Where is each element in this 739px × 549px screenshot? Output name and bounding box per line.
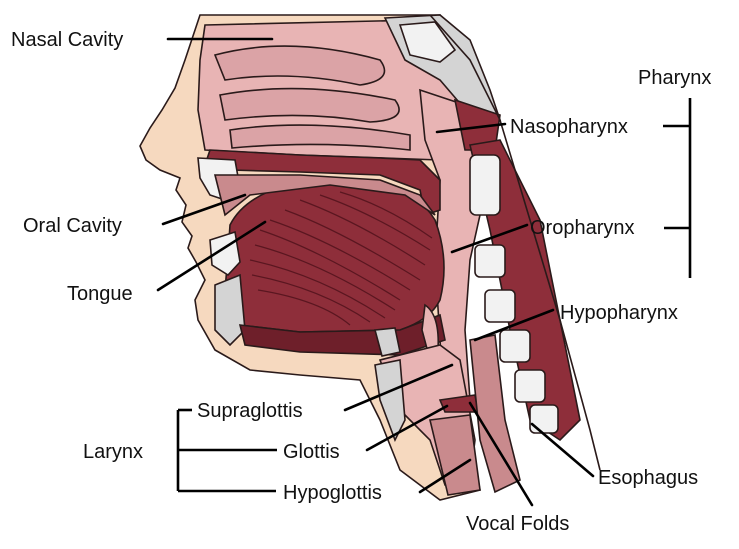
label-nasal-cavity: Nasal Cavity <box>11 29 123 51</box>
sphenoid-sinus <box>398 21 457 63</box>
label-supraglottis: Supraglottis <box>197 400 303 422</box>
vertebra-2 <box>474 244 506 278</box>
tongue-muscle-fibers <box>249 191 433 326</box>
leader-tongue <box>156 220 267 292</box>
hyoid-bone <box>373 327 401 357</box>
thyroid-cartilage <box>374 359 406 442</box>
spine-column <box>469 139 581 442</box>
leader-lines <box>156 37 595 507</box>
vertebra-5 <box>514 369 546 403</box>
leader-oropharynx <box>450 223 529 254</box>
leader-oral-cavity <box>161 193 247 226</box>
label-oral-cavity: Oral Cavity <box>23 215 122 237</box>
larynx-bracket <box>176 408 277 493</box>
leader-vocal-folds <box>468 401 534 507</box>
label-hypopharynx: Hypopharynx <box>560 302 678 324</box>
vertebra-6 <box>529 404 559 434</box>
labels: Nasal Cavity Oral Cavity Tongue Pharynx … <box>11 29 711 535</box>
esophagus-tube <box>469 334 521 494</box>
oral-cavity-lining <box>213 174 436 217</box>
trachea <box>429 414 481 496</box>
tongue-body <box>224 177 445 333</box>
leader-supraglottis <box>343 363 454 412</box>
label-glottis: Glottis <box>283 441 340 463</box>
label-larynx: Larynx <box>83 441 143 463</box>
mandible-bone <box>214 273 246 347</box>
label-nasopharynx: Nasopharynx <box>510 116 628 138</box>
leader-hypopharynx <box>473 308 555 342</box>
label-hypoglottis: Hypoglottis <box>283 482 382 504</box>
leader-esophagus <box>530 422 595 478</box>
nasal-turbinate-2 <box>219 87 400 123</box>
label-pharynx: Pharynx <box>638 67 711 89</box>
label-oropharynx: Oropharynx <box>530 217 635 239</box>
label-esophagus: Esophagus <box>598 467 698 489</box>
nasal-turbinate-3 <box>229 124 411 151</box>
neck-back-outline <box>429 14 601 471</box>
vertebra-4 <box>499 329 531 363</box>
label-vocal-folds: Vocal Folds <box>466 513 569 535</box>
anatomy-illustration <box>139 14 601 501</box>
leader-nasopharynx <box>435 122 507 134</box>
pharynx-bracket <box>663 98 692 278</box>
nasal-turbinate-1 <box>213 45 386 86</box>
leader-glottis <box>365 404 449 452</box>
vertebra-1 <box>469 154 501 216</box>
label-tongue: Tongue <box>67 283 133 305</box>
leader-hypoglottis <box>418 458 472 494</box>
vertebra-3 <box>484 289 516 323</box>
